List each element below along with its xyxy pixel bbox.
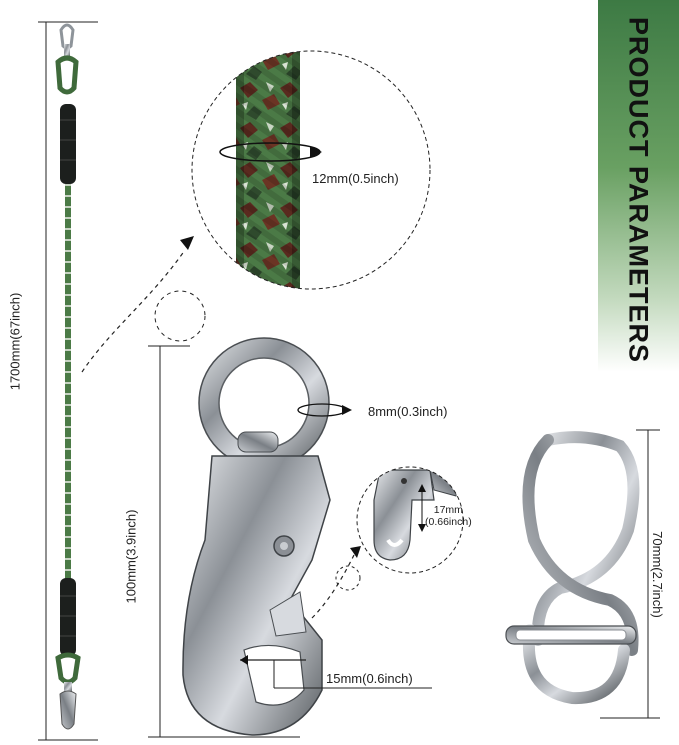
rope-leash-image — [55, 23, 81, 730]
buckle-length-dimension — [600, 429, 660, 719]
latch-zoom-pointer — [311, 546, 361, 619]
rope-diameter-label: 12mm(0.5inch) — [312, 171, 399, 186]
latch-gap-mm: 17mm — [433, 504, 463, 516]
swivel-ring-label: 8mm(0.3inch) — [368, 404, 448, 419]
leash-length-dimension — [38, 21, 98, 741]
buckle-length-label: 70mm(2.7inch) — [649, 531, 665, 618]
gate-opening-label: 15mm(0.6inch) — [326, 671, 413, 686]
latch-gap-label: 17mm (0.66inch) — [425, 504, 472, 528]
rope-magnifier-image — [191, 50, 431, 290]
swivel-snap-hook-image — [182, 337, 352, 736]
figure-eight-buckle-image — [505, 431, 640, 705]
parameters-banner — [598, 0, 679, 372]
latch-magnifier-image — [356, 466, 464, 574]
hook-length-dimension — [148, 345, 300, 738]
hook-length-label: 100mm(3.9inch) — [123, 509, 139, 604]
rope-zoom-pointer — [81, 236, 206, 373]
leash-length-label: 1700mm(67inch) — [7, 292, 23, 391]
latch-gap-inch: (0.66inch) — [425, 516, 472, 529]
gate-opening-dimension — [240, 655, 432, 689]
